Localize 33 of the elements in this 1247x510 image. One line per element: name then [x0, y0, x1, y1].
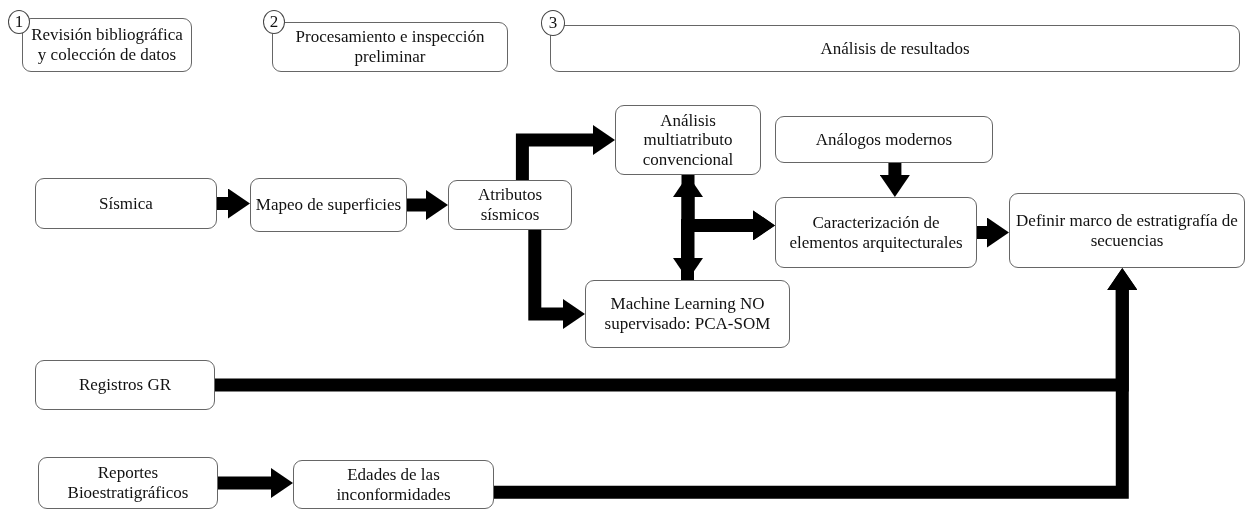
- box-label: Definir marco de estratigrafía de secuencias: [1015, 210, 1239, 251]
- step-number-circle: [8, 10, 30, 34]
- box-label: Edades de las inconformidades: [335, 464, 452, 505]
- process-box: [35, 178, 217, 229]
- step-number-circle: [541, 10, 565, 36]
- process-box: [22, 18, 192, 72]
- step-number: 1: [14, 12, 24, 32]
- step-number-circle: [263, 10, 285, 34]
- process-box: [1009, 193, 1245, 268]
- box-label: Atributos sísmicos: [476, 185, 544, 225]
- box-label: Machine Learning NO supervisado: PCA-SOM: [603, 294, 772, 334]
- arrow: [494, 268, 1134, 499]
- step-number: 3: [548, 13, 558, 33]
- box-label: Revisión bibliográfica y colección de datos: [30, 25, 184, 65]
- box-label: Sísmica: [99, 193, 153, 214]
- process-box: [615, 105, 761, 175]
- box-label: Caracterización de elementos arquitecturales: [788, 212, 964, 253]
- box-label: Procesamiento e inspección preliminar: [294, 27, 486, 67]
- process-box: [35, 360, 215, 410]
- process-box: [38, 457, 218, 509]
- process-box: [585, 280, 790, 348]
- step-number: 2: [269, 12, 279, 32]
- process-box: [448, 180, 572, 230]
- box-label: Análogos modernos: [815, 129, 953, 150]
- box-label: Mapeo de superficies: [255, 195, 402, 215]
- process-box: [250, 178, 407, 232]
- box-label: Análisis de resultados: [820, 38, 970, 59]
- process-box: [775, 116, 993, 163]
- box-label: Reportes Bioestratigráficos: [66, 463, 190, 503]
- box-label: Análisis multiatributo convencional: [641, 110, 735, 170]
- process-box: [775, 197, 977, 268]
- box-label: Registros GR: [78, 375, 172, 395]
- process-box: [293, 460, 494, 509]
